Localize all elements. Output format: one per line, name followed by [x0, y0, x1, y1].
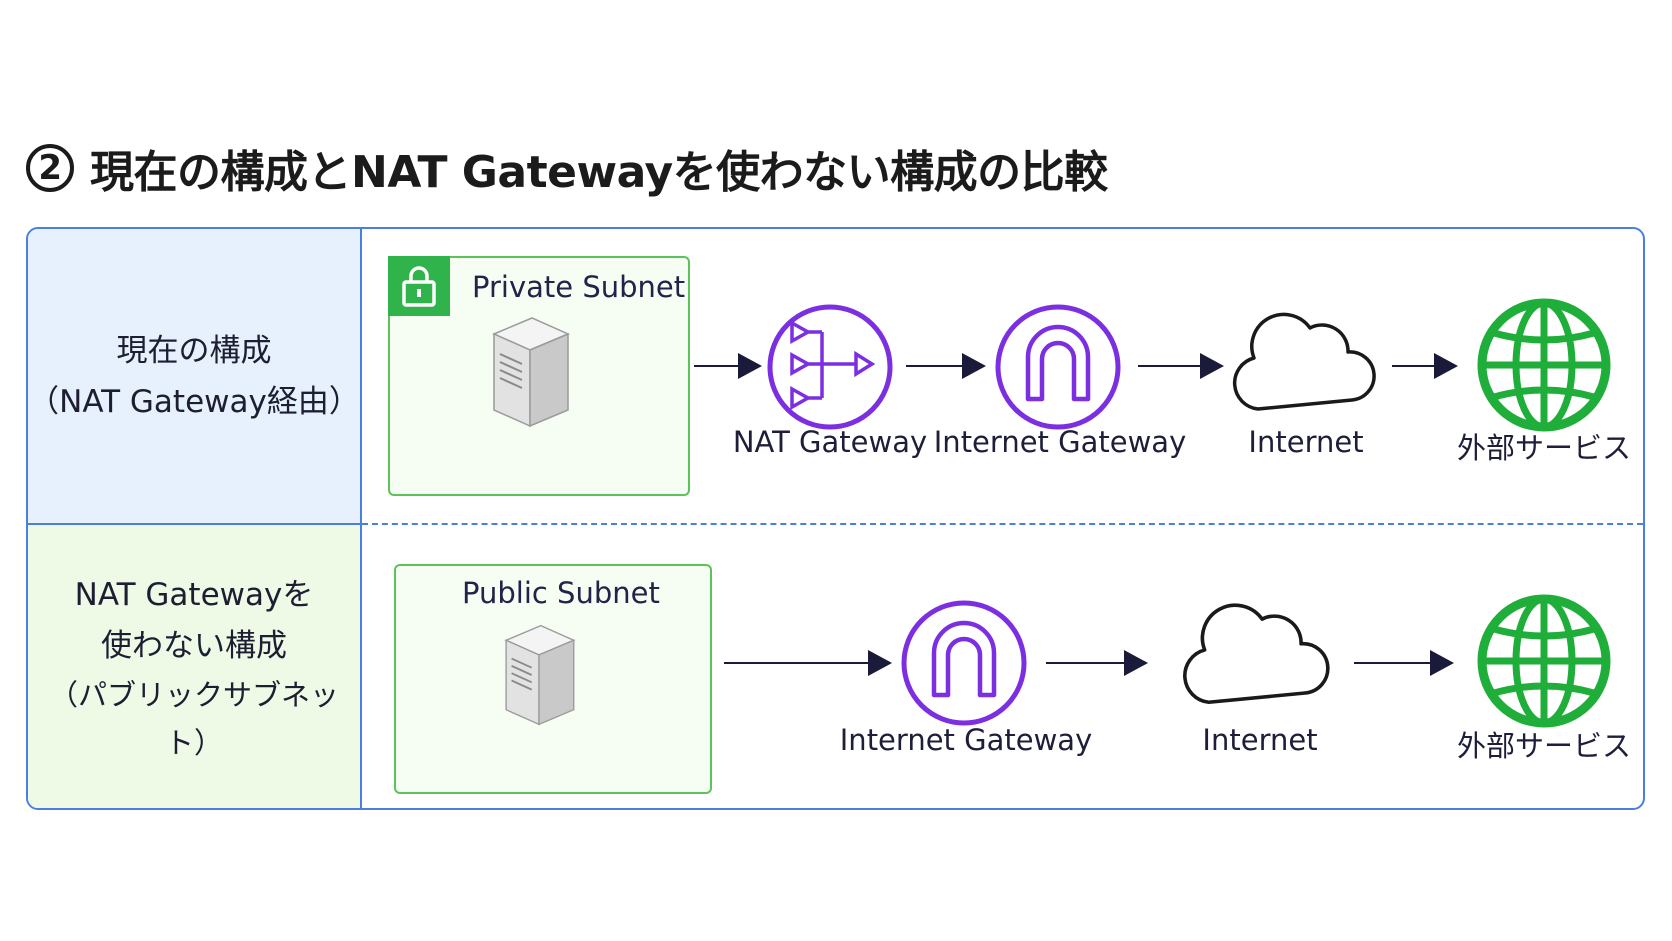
flow-arrow — [906, 353, 986, 379]
row-divider-solid — [28, 523, 362, 525]
node-label: NAT Gateway — [732, 425, 928, 459]
flow-arrow — [1046, 650, 1148, 676]
node-label: Internet — [1202, 723, 1318, 757]
globe-icon — [1477, 298, 1611, 432]
private-subnet-box: Private Subnet — [388, 256, 690, 496]
row-label-line: （NAT Gateway経由） — [28, 384, 360, 420]
cloud-icon — [1232, 312, 1376, 411]
globe-icon — [1477, 594, 1611, 728]
subnet-title: Private Subnet — [472, 270, 686, 304]
node-label: Internet Gateway — [933, 425, 1187, 459]
row-label-line: 使わない構成 — [101, 627, 287, 664]
server-icon — [504, 624, 576, 726]
row-label-current: 現在の構成 （NAT Gateway経由） — [28, 229, 362, 525]
subnet-title: Public Subnet — [462, 576, 660, 610]
comparison-table: 現在の構成 （NAT Gateway経由） NAT Gatewayを 使わない構… — [26, 227, 1645, 810]
row-label-without-nat: NAT Gatewayを 使わない構成 （パブリックサブネット） — [28, 525, 362, 808]
row-divider-dashed — [362, 523, 1643, 525]
node-label: Internet Gateway — [839, 723, 1093, 757]
node-label: 外部サービス — [1456, 729, 1632, 763]
cloud-icon — [1183, 603, 1330, 705]
node-label: 外部サービス — [1456, 431, 1632, 465]
title-text: 現在の構成とNAT Gatewayを使わない構成の比較 — [90, 147, 1108, 198]
flow-arrow — [724, 650, 892, 676]
lock-icon — [388, 256, 450, 316]
row-label-line: NAT Gatewayを — [74, 576, 314, 613]
internet-gateway-icon — [995, 304, 1121, 430]
row-label-line: （パブリックサブネット） — [48, 677, 339, 760]
flow-arrow — [694, 353, 762, 379]
nat-gateway-icon — [767, 304, 893, 430]
flow-arrow — [1354, 650, 1454, 676]
row-label-line: 現在の構成 — [116, 332, 272, 369]
public-subnet-box: Public Subnet — [394, 564, 712, 794]
flow-arrow — [1392, 353, 1458, 379]
node-label: Internet — [1248, 425, 1364, 459]
server-icon — [492, 317, 570, 428]
step-number-badge: 2 — [26, 144, 74, 192]
flow-arrow — [1138, 353, 1224, 379]
page-title: 2 現在の構成とNAT Gatewayを使わない構成の比較 — [26, 138, 1108, 198]
internet-gateway-icon — [901, 600, 1027, 726]
